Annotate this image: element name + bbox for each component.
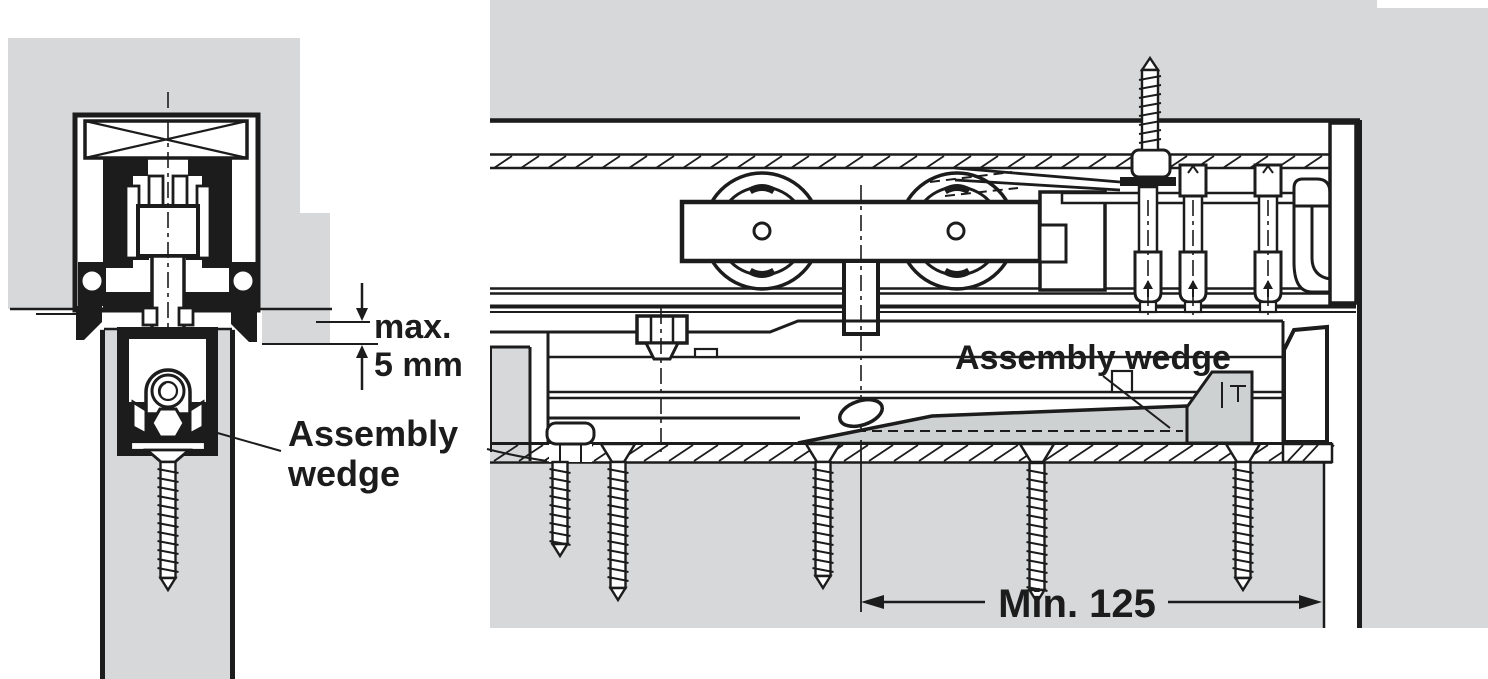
axle-hole-left	[752, 221, 772, 241]
side-view: Assembly wedge Min. 125	[486, 0, 1488, 628]
roller-hanger-section	[124, 174, 212, 334]
arrow-down-icon	[356, 308, 368, 321]
wedge-arm-left	[131, 399, 148, 437]
arrow-up-icon	[356, 345, 368, 358]
min-125-label: Min. 125	[998, 582, 1156, 626]
assembly-wedge-callout-left: Assembly wedge	[199, 413, 458, 494]
adjustment-hex-bolt	[635, 308, 689, 452]
assembly-wedge-label-line2: wedge	[287, 453, 400, 494]
adjustment-nut	[150, 407, 186, 439]
arrow-left-icon	[861, 595, 884, 609]
fixing-screw-4	[1026, 461, 1048, 605]
assembly-wedge-label: Assembly wedge	[955, 339, 1231, 377]
axle-hole-right	[946, 221, 966, 241]
clamp-body	[490, 308, 1285, 461]
arrow-right-icon	[1299, 595, 1322, 609]
screw-head	[1017, 442, 1057, 464]
ceiling-screw-thread	[1138, 55, 1162, 152]
cross-section-view: max. 5 mm Assembly wedge	[8, 38, 463, 679]
lever-arm	[954, 166, 1121, 192]
wedge-arm-right	[188, 399, 205, 437]
connector-piece	[1038, 190, 1107, 292]
dimension-max-5mm: max. 5 mm	[262, 283, 463, 390]
ceiling-and-wall	[490, 0, 1488, 628]
track-end-cap	[1282, 324, 1329, 444]
max-label: max.	[374, 308, 452, 346]
fixing-screw-5	[1232, 460, 1254, 593]
hanger-bolts	[1133, 163, 1283, 315]
door-fixing-screw	[157, 460, 179, 593]
hanger-screw-head	[150, 373, 186, 409]
bracket-clip	[1292, 177, 1332, 208]
bearing-ball-right	[230, 268, 256, 294]
leader-line	[199, 427, 282, 452]
assembly-wedge-label-line1: Assembly	[288, 413, 458, 454]
cam-disc	[838, 397, 884, 429]
fixing-screw-1	[549, 460, 571, 559]
bolt-cap	[1253, 163, 1283, 198]
fixing-screw-2	[607, 460, 629, 603]
rail-end-bar	[1328, 121, 1358, 305]
bolt-cap	[1178, 163, 1208, 198]
screw-head	[598, 442, 638, 464]
clamp-strip	[490, 421, 1335, 464]
rail-line-upper	[490, 287, 1356, 295]
screw-head	[803, 442, 843, 464]
dimension-min-125: Min. 125	[860, 440, 1322, 626]
screw-head	[1223, 442, 1263, 464]
mounting-batten	[83, 119, 249, 160]
door-fitting-channel	[117, 327, 218, 464]
assembly-wedge-callout-right: Assembly wedge	[955, 339, 1231, 429]
suspension-bracket	[1060, 55, 1358, 315]
fixing-screw-3	[812, 460, 834, 591]
bearing-ball-left	[79, 268, 105, 294]
track-housing	[72, 112, 261, 342]
leader-line	[1102, 375, 1171, 429]
end-cap-left	[545, 421, 596, 446]
five-mm-label: 5 mm	[374, 346, 463, 384]
